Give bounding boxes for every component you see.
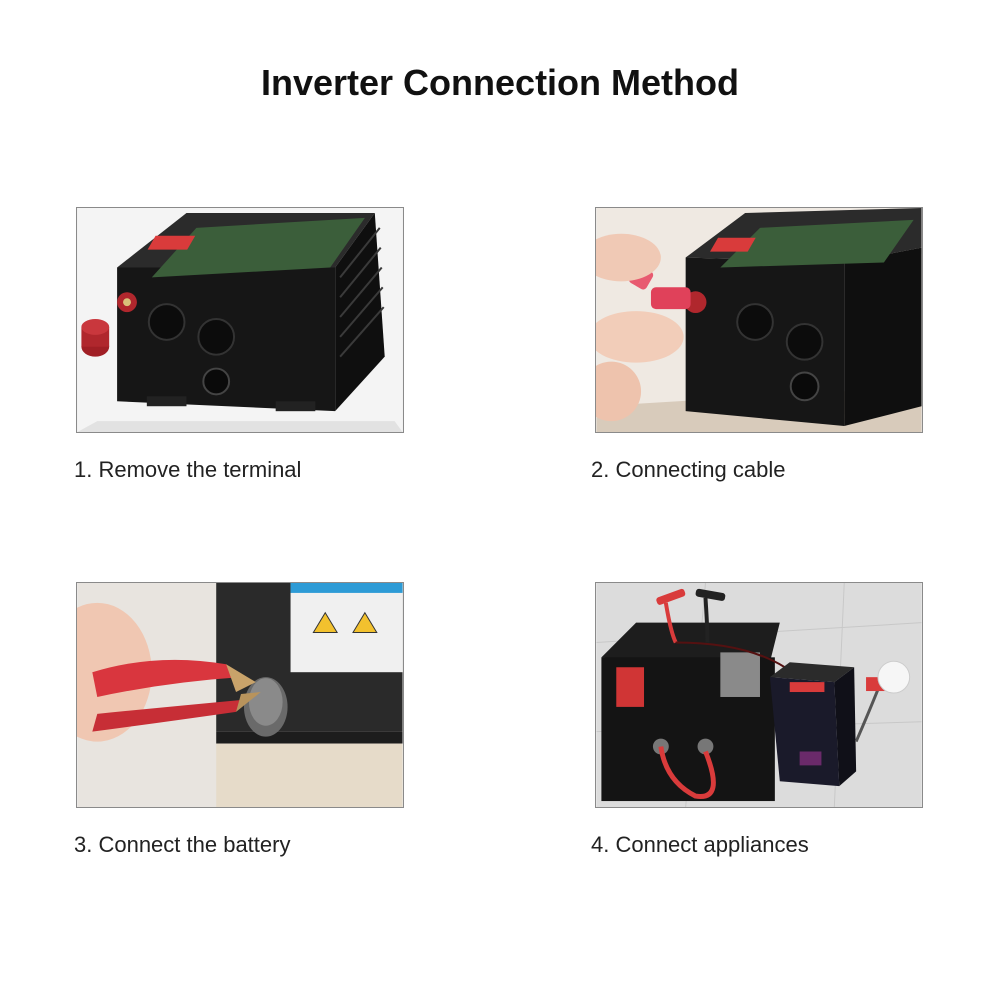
connecting-cable-illustration (596, 208, 922, 432)
step-1-photo (76, 207, 404, 433)
step-4-caption: 4. Connect appliances (591, 832, 809, 857)
step-2-photo (595, 207, 923, 433)
inverter-terminal-illustration (77, 208, 403, 432)
step-4-photo (595, 582, 923, 808)
battery-clamp-illustration (77, 583, 403, 807)
step-3-photo (76, 582, 404, 808)
step-2-caption: 2. Connecting cable (591, 457, 786, 482)
step-1-caption: 1. Remove the terminal (74, 457, 302, 482)
step-3-caption: 3. Connect the battery (74, 832, 291, 857)
appliance-setup-illustration (596, 583, 922, 807)
page-title: Inverter Connection Method (260, 62, 740, 103)
